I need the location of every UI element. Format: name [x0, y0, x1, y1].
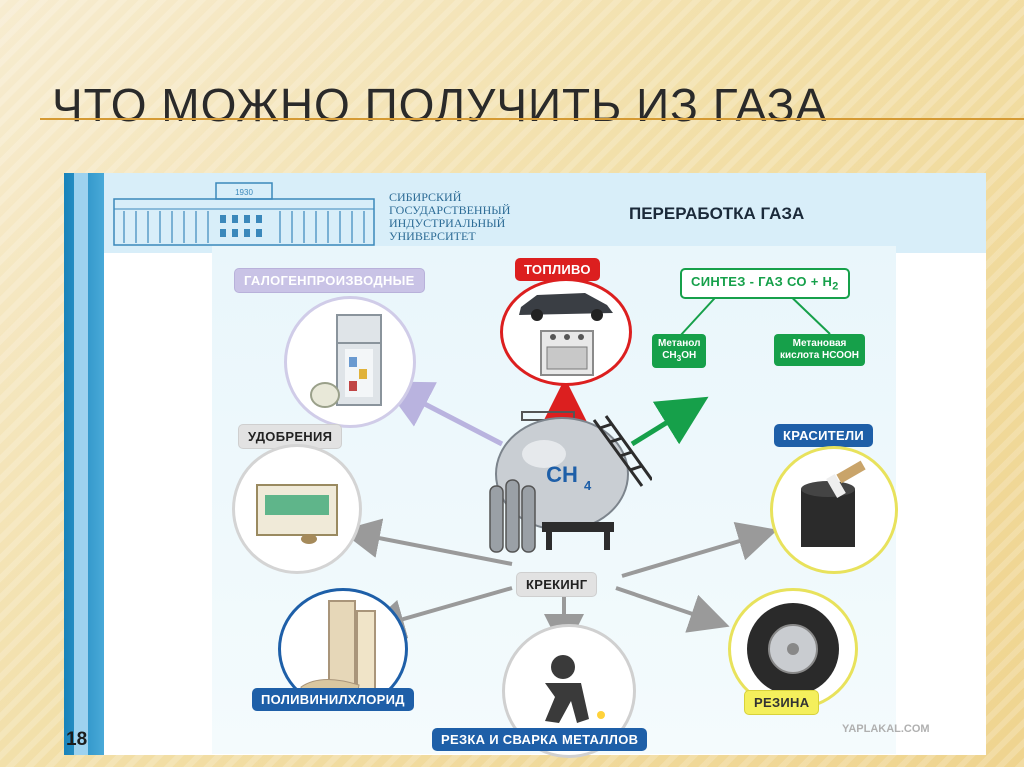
- refrigerator-icon: [310, 314, 382, 408]
- arrow-to-halogen: [381, 381, 504, 447]
- label-rubber: РЕЗИНА: [744, 690, 820, 715]
- halogen-circle: [284, 296, 416, 428]
- arrow-to-syngas: [630, 396, 709, 447]
- building-year: 1930: [235, 188, 253, 197]
- label-cracking: КРЕКИНГ: [516, 572, 598, 597]
- university-name: СИБИРСКИЙ ГОСУДАРСТВЕННЫЙ ИНДУСТРИАЛЬНЫЙ…: [389, 190, 511, 243]
- methane-formula: CH: [546, 462, 578, 487]
- methane-subscript: 4: [584, 478, 592, 493]
- gas-products-diagram: ГАЛОГЕНПРОИЗВОДНЫЕ ТОПЛИВО СИНТЕЗ - ГАЗ …: [212, 246, 898, 758]
- car-and-stove-icon: [519, 293, 613, 376]
- slide-title: ЧТО МОЖНО ПОЛУЧИТЬ ИЗ ГАЗА: [52, 79, 828, 131]
- header-band: [104, 173, 986, 253]
- arrow-to-dyes: [621, 521, 778, 578]
- label-cutting-welding: РЕЗКА И СВАРКА МЕТАЛЛОВ: [432, 728, 648, 751]
- diagram-arrows: [340, 287, 831, 654]
- label-pvc: ПОЛИВИНИЛХЛОРИД: [252, 688, 414, 711]
- paint-bucket-icon: [801, 460, 866, 547]
- wallpaper-roll-icon: [300, 600, 376, 698]
- welder-icon: [545, 655, 605, 723]
- tire-icon: [747, 603, 839, 695]
- watermark: YAPLAKAL.COM: [842, 723, 930, 735]
- section-title: ПЕРЕРАБОТКА ГАЗА: [629, 204, 805, 223]
- arrow-to-fertilizers: [340, 518, 513, 566]
- university-building-icon: 1930: [113, 182, 375, 246]
- formic-acid-box: Метановая кислота НСООН: [774, 334, 866, 366]
- methane-tank-icon: CH 4: [489, 411, 652, 553]
- arrow-to-rubber: [615, 586, 730, 633]
- fuel-circle: [500, 278, 632, 386]
- dyes-circle: [770, 446, 898, 574]
- title-rule: [40, 118, 1024, 120]
- rubber-circle: [728, 588, 858, 710]
- label-fuel: ТОПЛИВО: [515, 258, 600, 281]
- left-blue-strip: [64, 173, 104, 755]
- fertilizer-box-icon: [256, 484, 338, 544]
- label-syngas: СИНТЕЗ - ГАЗ СО + Н2: [680, 268, 850, 299]
- fertilizers-circle: [232, 444, 362, 574]
- page-number: 18: [66, 729, 88, 750]
- label-dyes: КРАСИТЕЛИ: [774, 424, 874, 447]
- methanol-box: Метанол СН3ОН: [652, 334, 707, 368]
- label-halogen-derivatives: ГАЛОГЕНПРОИЗВОДНЫЕ: [234, 268, 425, 293]
